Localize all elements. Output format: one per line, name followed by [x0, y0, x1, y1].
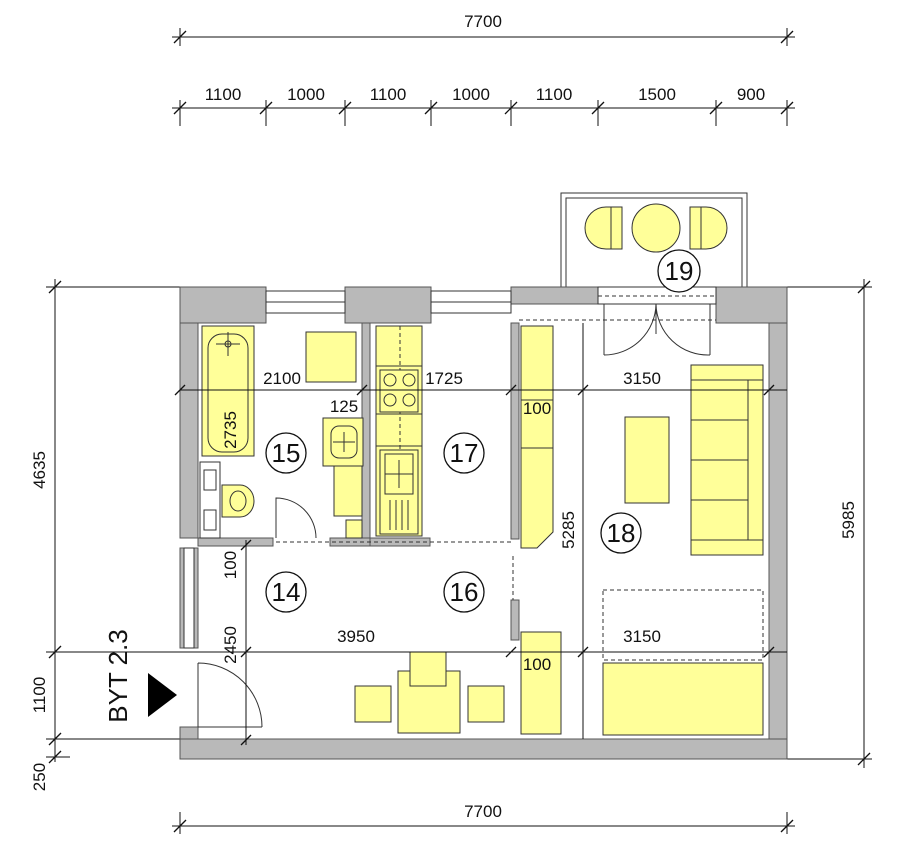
room-number-19: 19	[657, 249, 701, 293]
room-number-15: 15	[265, 432, 307, 474]
room-number-18: 18	[600, 512, 642, 554]
entrance-arrow	[148, 673, 177, 717]
right-dimension: 5985	[787, 279, 872, 768]
wardrobe	[520, 325, 554, 549]
bed	[602, 662, 764, 736]
balcony-chair-right	[689, 206, 728, 250]
dim-bath-width: 2100	[263, 369, 301, 388]
top-seg-2: 1000	[287, 85, 325, 104]
dim-100-b: 100	[221, 551, 240, 579]
svg-text:15: 15	[272, 438, 301, 468]
room-number-17: 17	[443, 432, 485, 474]
toilet-tank	[199, 461, 221, 539]
svg-text:17: 17	[450, 438, 479, 468]
svg-text:19: 19	[665, 256, 694, 286]
svg-text:18: 18	[607, 518, 636, 548]
dim-100-a: 100	[523, 399, 551, 418]
top-seg-1: 1100	[205, 85, 242, 104]
top-total-label: 7700	[464, 12, 502, 31]
bottom-total-label: 7700	[464, 802, 502, 821]
dim-kitchen-width: 1725	[425, 369, 463, 388]
dim-125: 125	[330, 397, 358, 416]
bath-cabinet	[333, 465, 363, 517]
dim-hall-depth: 2450	[221, 626, 240, 664]
toilet	[221, 484, 255, 518]
bathroom	[199, 325, 364, 539]
washing-machine	[305, 331, 357, 383]
living-area	[148, 541, 514, 734]
left-dim-4635: 4635	[30, 451, 49, 489]
dining-chair-left	[354, 685, 392, 723]
top-total-dimension: 7700	[172, 12, 795, 46]
bath-shelf	[345, 519, 363, 539]
bottom-dimension: 7700	[172, 802, 795, 834]
top-seg-5: 1100	[536, 85, 573, 104]
balcony-chair-left	[584, 206, 623, 250]
dining-chair-right	[467, 685, 505, 723]
balcony-table	[631, 203, 681, 253]
dim-room18-depth: 5285	[559, 511, 578, 549]
balcony	[560, 192, 748, 288]
coffee-table	[624, 416, 670, 504]
top-seg-7: 900	[737, 85, 765, 104]
dining-chair-top	[409, 651, 447, 687]
bedroom	[519, 286, 764, 736]
kitchen	[375, 325, 423, 537]
dim-room18-lower: 3150	[623, 627, 661, 646]
top-segment-dimensions: 1100 1000 1100 1000 1100 1500 900	[172, 85, 795, 126]
dim-bath-vertical: 2735	[221, 411, 240, 449]
dim-room18-width: 3150	[623, 369, 661, 388]
walls	[179, 286, 788, 760]
apartment-label: BYT 2.3	[103, 629, 133, 722]
room-numbers: 14 15 16 17 18 19	[265, 249, 701, 613]
dim-100-c: 100	[523, 655, 551, 674]
right-dim-5985: 5985	[839, 501, 858, 539]
top-seg-4: 1000	[452, 85, 490, 104]
bedroom-cabinet	[520, 631, 562, 735]
svg-text:16: 16	[450, 577, 479, 607]
left-dim-250: 250	[30, 763, 49, 791]
top-seg-3: 1100	[370, 85, 407, 104]
left-dimensions: 4635 1100 250	[30, 279, 180, 791]
room-number-14: 14	[265, 571, 307, 613]
top-seg-6: 1500	[638, 85, 676, 104]
dim-living-width: 3950	[337, 627, 375, 646]
room-number-16: 16	[443, 571, 485, 613]
left-dim-1100: 1100	[30, 677, 49, 714]
interior-dimensions: 2100 1725 3150 2735 125 100 100 5285 395…	[174, 323, 787, 746]
svg-text:14: 14	[272, 577, 301, 607]
